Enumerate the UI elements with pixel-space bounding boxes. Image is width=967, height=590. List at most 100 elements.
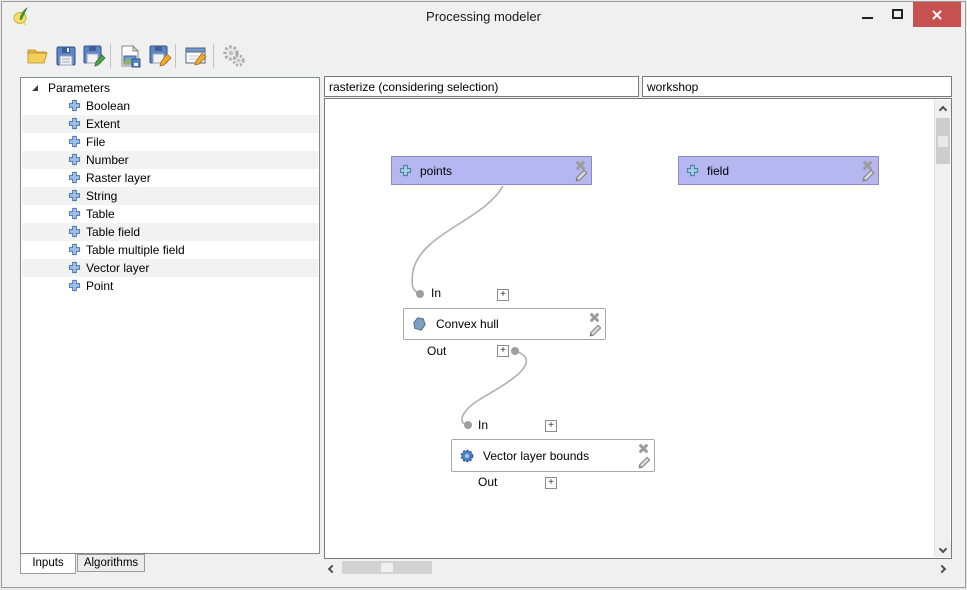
- scroll-right-button[interactable]: [934, 560, 950, 575]
- scroll-left-button[interactable]: [324, 560, 340, 575]
- model-canvas[interactable]: points field In: [324, 98, 952, 559]
- input-node-label: field: [707, 163, 730, 178]
- minimize-button[interactable]: [854, 2, 882, 27]
- parameter-item-table[interactable]: Table: [22, 205, 318, 223]
- horizontal-scrollbar-thumb[interactable]: [342, 561, 432, 574]
- parameter-item-table-field[interactable]: Table field: [22, 223, 318, 241]
- maximize-button[interactable]: [884, 2, 912, 27]
- scroll-right-icon: [937, 564, 947, 574]
- input-node-field[interactable]: field: [678, 156, 879, 185]
- qgis-logo-icon: [13, 7, 28, 26]
- export-as-python-icon: [149, 45, 172, 67]
- scrollbar-grip: [938, 136, 948, 147]
- toolbar-separator: [110, 44, 111, 68]
- add-parameter-icon: [68, 153, 81, 166]
- connector-dot: [416, 290, 424, 298]
- export-as-python-button[interactable]: [146, 42, 174, 70]
- scrollbar-grip: [381, 563, 393, 572]
- parameter-label: Vector layer: [86, 261, 150, 275]
- save-model-icon: [56, 46, 76, 66]
- edit-node-button[interactable]: [637, 456, 651, 470]
- inputs-panel: Parameters Boolean Extent File Number Ra…: [20, 77, 320, 554]
- scroll-up-button[interactable]: [935, 100, 951, 116]
- open-model-button[interactable]: [24, 42, 52, 70]
- parameter-item-table-multiple-field[interactable]: Table multiple field: [22, 241, 318, 259]
- connector-dot: [464, 421, 472, 429]
- parameter-label: Boolean: [86, 99, 131, 113]
- convex-hull-in-label: In: [431, 286, 442, 300]
- scroll-down-icon: [938, 544, 948, 553]
- close-button[interactable]: [913, 2, 961, 27]
- tree-root-parameters[interactable]: Parameters: [22, 79, 318, 97]
- scroll-left-icon: [327, 564, 337, 574]
- export-as-image-button[interactable]: [116, 42, 144, 70]
- save-model-as-button[interactable]: [80, 42, 108, 70]
- parameter-label: Table multiple field: [86, 243, 185, 257]
- scroll-down-button[interactable]: [935, 541, 951, 557]
- algorithm-gear-icon: [460, 449, 474, 462]
- connection-wires: [411, 185, 528, 429]
- parameter-item-number[interactable]: Number: [22, 151, 318, 169]
- edit-node-button[interactable]: [861, 169, 875, 183]
- parameter-label: Table field: [86, 225, 141, 239]
- edit-pencil-icon: [589, 324, 602, 337]
- model-group-input[interactable]: [642, 76, 952, 97]
- run-model-icon: [223, 45, 245, 67]
- add-parameter-icon: [68, 279, 81, 292]
- parameter-item-file[interactable]: File: [22, 133, 318, 151]
- delete-node-icon: [588, 312, 600, 323]
- vertical-scrollbar-thumb[interactable]: [936, 118, 950, 164]
- expand-in-button[interactable]: +: [545, 420, 557, 432]
- add-parameter-icon: [68, 99, 81, 112]
- algorithm-node-vector-layer-bounds[interactable]: Vector layer bounds: [451, 439, 655, 472]
- expand-out-button[interactable]: +: [545, 477, 557, 489]
- vector-layer-bounds-out-label: Out: [478, 475, 498, 489]
- algorithm-node-convex-hull[interactable]: Convex hull: [403, 308, 606, 340]
- vertical-scrollbar[interactable]: [934, 100, 951, 557]
- add-parameter-icon: [68, 117, 81, 130]
- parameter-label: Extent: [86, 117, 121, 131]
- tab-inputs[interactable]: Inputs: [20, 554, 76, 574]
- delete-node-button[interactable]: [588, 312, 600, 323]
- parameter-item-string[interactable]: String: [22, 187, 318, 205]
- expand-in-button[interactable]: +: [497, 289, 509, 301]
- horizontal-scrollbar[interactable]: [324, 560, 950, 575]
- add-parameter-icon: [68, 225, 81, 238]
- convex-hull-out-label: Out: [427, 344, 447, 358]
- parameter-item-boolean[interactable]: Boolean: [22, 97, 318, 115]
- parameter-item-extent[interactable]: Extent: [22, 115, 318, 133]
- save-model-button[interactable]: [52, 42, 80, 70]
- minimize-icon: [862, 17, 873, 19]
- model-name-input[interactable]: [324, 76, 639, 97]
- tab-algorithms[interactable]: Algorithms: [77, 554, 145, 572]
- edit-node-button[interactable]: [574, 169, 588, 183]
- tree-expanded-icon[interactable]: [32, 85, 38, 91]
- vector-layer-bounds-in-label: In: [478, 418, 489, 432]
- add-parameter-icon: [68, 261, 81, 274]
- algorithm-node-label: Convex hull: [436, 317, 499, 331]
- parameter-label: String: [86, 189, 118, 203]
- parameter-item-raster-layer[interactable]: Raster layer: [22, 169, 318, 187]
- input-plus-icon: [686, 164, 699, 177]
- parameter-item-vector-layer[interactable]: Vector layer: [22, 259, 318, 277]
- save-model-as-icon: [83, 45, 106, 67]
- input-node-points[interactable]: points: [391, 156, 592, 185]
- add-parameter-icon: [68, 135, 81, 148]
- maximize-icon: [892, 9, 903, 19]
- run-model-button[interactable]: [220, 42, 248, 70]
- parameter-label: Raster layer: [86, 171, 151, 185]
- add-parameter-icon: [68, 243, 81, 256]
- expand-out-button[interactable]: +: [497, 345, 509, 357]
- open-model-icon: [27, 49, 48, 64]
- convex-hull-icon: [413, 316, 426, 331]
- parameter-label: Table: [86, 207, 115, 221]
- delete-node-button[interactable]: [637, 443, 649, 454]
- add-parameter-icon: [68, 207, 81, 220]
- edit-node-button[interactable]: [588, 324, 602, 338]
- toolbar-separator: [175, 44, 176, 68]
- edit-model-help-button[interactable]: [182, 42, 210, 70]
- toolbar-separator: [213, 44, 214, 68]
- parameter-label: Number: [86, 153, 129, 167]
- parameter-item-point[interactable]: Point: [22, 277, 318, 295]
